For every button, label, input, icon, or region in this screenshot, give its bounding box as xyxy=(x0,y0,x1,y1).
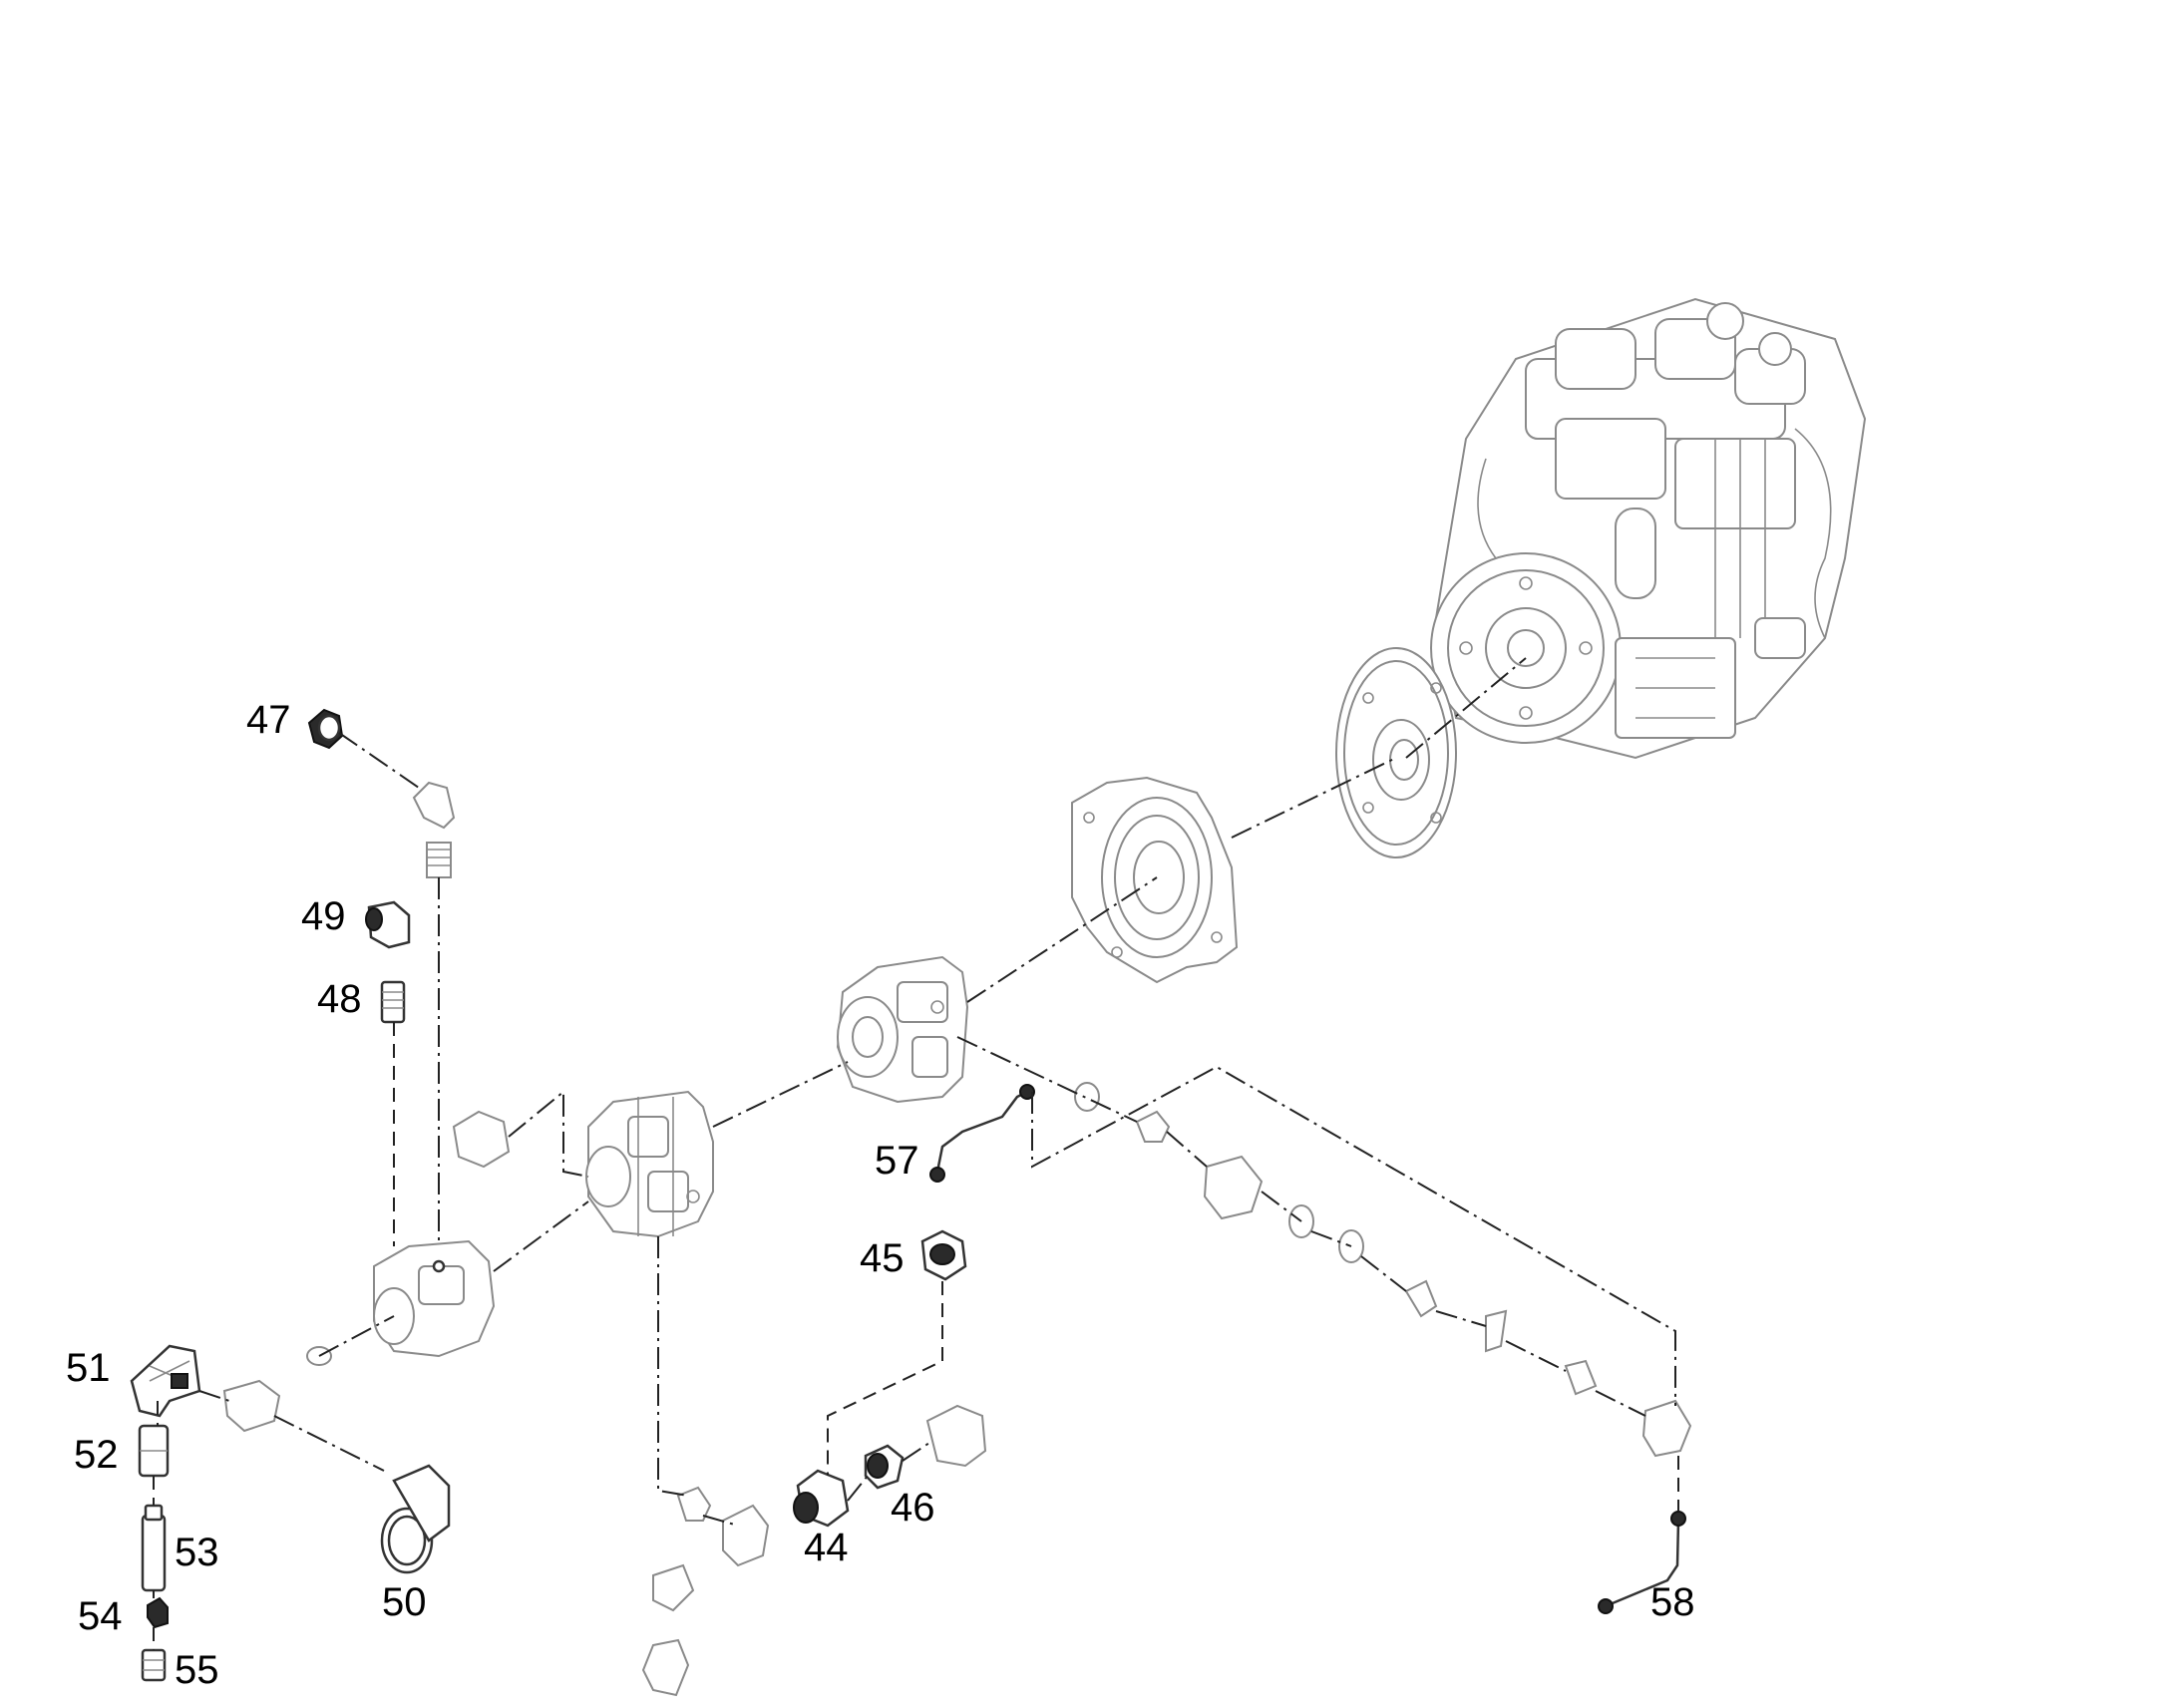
part-47-cap xyxy=(307,708,344,750)
part-53-cylinder xyxy=(141,1504,167,1592)
pump-upper xyxy=(836,955,969,1104)
callout-51: 51 xyxy=(66,1346,111,1390)
callout-46: 46 xyxy=(891,1486,935,1530)
pump-middle xyxy=(585,1090,714,1238)
callout-55: 55 xyxy=(175,1648,219,1692)
fitting-cluster-lower xyxy=(641,1486,770,1697)
plug-fitting xyxy=(452,1110,511,1169)
o-ring-upper xyxy=(1074,1082,1100,1112)
part-50-flange xyxy=(380,1464,451,1574)
part-58-tube xyxy=(1598,1511,1686,1614)
callout-47: 47 xyxy=(246,698,291,742)
callout-49: 49 xyxy=(301,894,346,938)
callout-52: 52 xyxy=(74,1433,119,1477)
callout-54: 54 xyxy=(78,1594,123,1638)
callout-44: 44 xyxy=(804,1526,849,1569)
engine-assembly xyxy=(1430,297,1867,760)
part-48-adapter xyxy=(380,980,406,1024)
callout-48: 48 xyxy=(317,977,362,1021)
part-49-elbow xyxy=(365,900,411,949)
pump-lower xyxy=(373,1239,496,1358)
part-55-fitting xyxy=(141,1648,167,1682)
part-44-tee xyxy=(793,1469,850,1528)
callout-labels: 44 45 46 47 48 49 50 51 52 53 54 55 57 5… xyxy=(66,698,1695,1692)
part-51-flange xyxy=(130,1344,201,1418)
callout-57: 57 xyxy=(875,1139,919,1183)
flex-plate xyxy=(1335,647,1457,858)
elbow-fitting-right xyxy=(925,1404,987,1468)
upper-elbow-fitting xyxy=(412,781,456,878)
valve-components-right xyxy=(1135,1110,1692,1458)
part-54-fitting xyxy=(147,1596,169,1629)
part-45-nut xyxy=(920,1229,967,1281)
gear-adapter xyxy=(222,1379,281,1433)
part-57-tube xyxy=(929,1084,1035,1183)
part-46-nut xyxy=(864,1444,905,1490)
assembly-lines xyxy=(153,657,1679,1650)
callout-53: 53 xyxy=(175,1531,219,1574)
callout-58: 58 xyxy=(1650,1580,1695,1624)
part-52-nut xyxy=(138,1424,170,1478)
callout-50: 50 xyxy=(382,1580,427,1624)
callout-45: 45 xyxy=(860,1236,905,1280)
